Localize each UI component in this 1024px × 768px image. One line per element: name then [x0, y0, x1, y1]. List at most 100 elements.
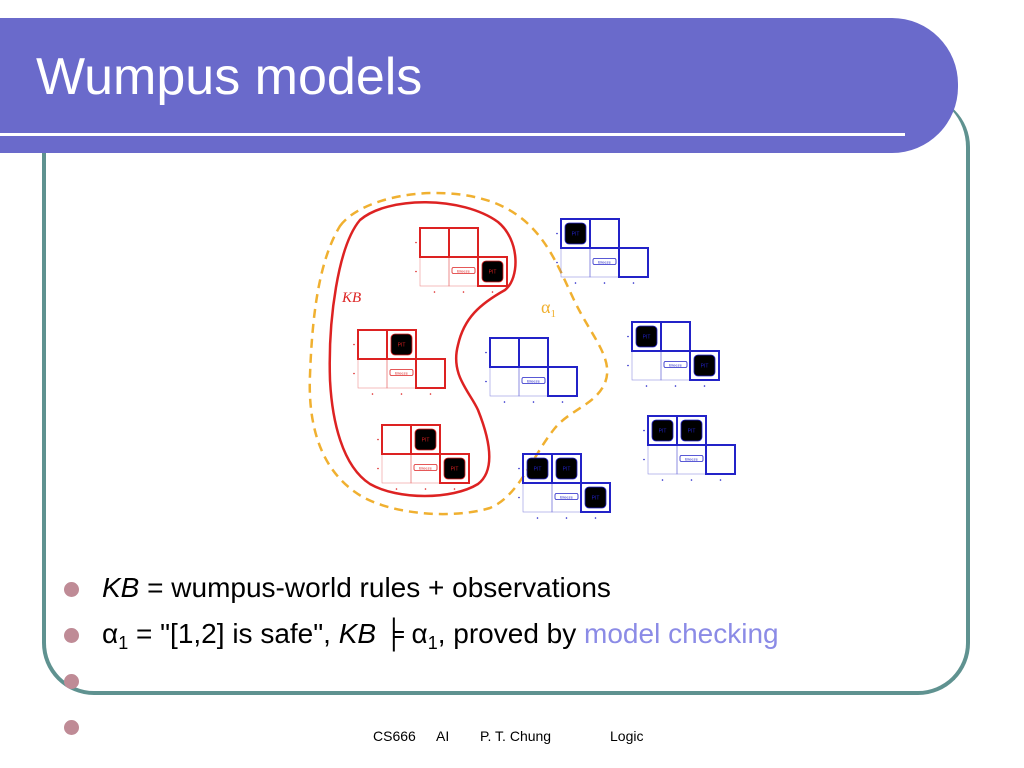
- pit-icon: PIT: [564, 222, 587, 245]
- breeze-icon: Breeze: [389, 369, 414, 376]
- pit-icon: PIT: [651, 419, 674, 442]
- visited-cell: [419, 256, 450, 287]
- kb-boundary: [328, 201, 517, 498]
- kb-term: KB: [338, 618, 377, 649]
- alpha-subscript: 1: [427, 633, 438, 653]
- visited-cell: [518, 366, 549, 397]
- model-grid: Breeze PIT: [353, 329, 446, 395]
- pit-icon: PIT: [635, 325, 658, 348]
- alpha-boundary: [308, 191, 609, 516]
- visited-cell: [410, 453, 441, 484]
- svg-text:PIT: PIT: [451, 467, 459, 473]
- bullet-text: , proved by: [437, 618, 585, 649]
- alpha-label: α1: [541, 297, 556, 320]
- grid-ticks: [377, 438, 456, 490]
- svg-text:PIT: PIT: [592, 496, 600, 502]
- pit-icon: PIT: [680, 419, 703, 442]
- grid-ticks: [627, 335, 706, 387]
- bullet-empty: [60, 660, 779, 706]
- frontier-cell: [448, 227, 479, 258]
- slide-title: Wumpus models: [36, 48, 423, 106]
- bullet-dot: [64, 628, 79, 643]
- svg-text:PIT: PIT: [688, 429, 696, 435]
- slide-frame: [42, 95, 970, 695]
- title-underline: [0, 133, 905, 136]
- model-grid: Breeze PIT: [415, 227, 508, 293]
- pit-icon: PIT: [414, 428, 437, 451]
- visited-cell: [676, 444, 707, 475]
- model-grid: Breeze PIT: [556, 218, 649, 284]
- model-grid: Breeze PIT PIT: [627, 321, 720, 387]
- footer-subject: AI: [436, 728, 450, 744]
- frontier-cell: [618, 247, 649, 278]
- alpha-symbol: α: [102, 618, 119, 649]
- frontier-cell: [357, 329, 388, 360]
- grid-ticks: [353, 343, 432, 395]
- model-checking-link[interactable]: model checking: [584, 618, 779, 649]
- breeze-icon: Breeze: [679, 455, 704, 462]
- frontier-cell: [705, 444, 736, 475]
- grid-ticks: [415, 241, 494, 293]
- pit-icon: PIT: [693, 354, 716, 377]
- frontier-cell: [660, 321, 691, 352]
- grid-ticks: [643, 429, 722, 481]
- svg-text:PIT: PIT: [659, 429, 667, 435]
- svg-text:PIT: PIT: [563, 467, 571, 473]
- grid-ticks: [485, 351, 564, 403]
- model-grid: Breeze PIT PIT: [643, 415, 736, 481]
- visited-cell: [381, 453, 412, 484]
- bullet-empty: [60, 706, 779, 752]
- frontier-cell: [381, 424, 412, 455]
- visited-cell: [386, 358, 417, 389]
- alpha-symbol: α: [411, 618, 428, 649]
- svg-text:Breeze: Breeze: [527, 379, 540, 384]
- grid-ticks: [556, 232, 635, 284]
- visited-cell: [448, 256, 479, 287]
- svg-text:Breeze: Breeze: [669, 363, 682, 368]
- frontier-cell: [589, 218, 620, 249]
- breeze-icon: Breeze: [592, 258, 617, 265]
- alpha-subscript: 1: [118, 633, 129, 653]
- svg-text:Breeze: Breeze: [560, 495, 573, 500]
- bullet-dot: [64, 720, 79, 735]
- footer: CS666 AI P. T. Chung Logic: [0, 728, 1024, 748]
- pit-icon: PIT: [584, 486, 607, 509]
- frontier-cell: [547, 366, 578, 397]
- bullet-kb: KB = wumpus-world rules + observations: [60, 568, 779, 614]
- bullet-dot: [64, 582, 79, 597]
- breeze-icon: Breeze: [521, 377, 546, 384]
- footer-course: CS666: [373, 728, 416, 744]
- svg-text:Breeze: Breeze: [457, 269, 470, 274]
- model-grid: Breeze PIT PIT PIT: [518, 453, 611, 519]
- bullet-alpha: α1 = "[1,2] is safe", KB ╞ α1, proved by…: [60, 614, 779, 660]
- visited-cell: [357, 358, 388, 389]
- entails-symbol: ╞: [376, 618, 412, 649]
- svg-text:PIT: PIT: [489, 270, 497, 276]
- visited-cell: [551, 482, 582, 513]
- visited-cell: [660, 350, 691, 381]
- visited-cell: [560, 247, 591, 278]
- breeze-icon: Breeze: [451, 267, 476, 274]
- svg-text:PIT: PIT: [701, 364, 709, 370]
- grid-ticks: [518, 467, 597, 519]
- svg-text:Breeze: Breeze: [598, 260, 611, 265]
- svg-text:PIT: PIT: [422, 438, 430, 444]
- svg-text:Breeze: Breeze: [685, 457, 698, 462]
- bullet-list: KB = wumpus-world rules + observations α…: [60, 568, 779, 752]
- frontier-cell: [489, 337, 520, 368]
- footer-author: P. T. Chung: [480, 728, 552, 744]
- pit-icon: PIT: [526, 457, 549, 480]
- model-grid: Breeze: [485, 337, 578, 403]
- svg-text:PIT: PIT: [643, 335, 651, 341]
- frontier-cell: [415, 358, 446, 389]
- frontier-cell: [518, 337, 549, 368]
- pit-icon: PIT: [443, 457, 466, 480]
- svg-text:PIT: PIT: [398, 343, 406, 349]
- kb-label: KB: [341, 290, 361, 306]
- visited-cell: [631, 350, 662, 381]
- bullet-text: = wumpus-world rules + observations: [139, 572, 611, 603]
